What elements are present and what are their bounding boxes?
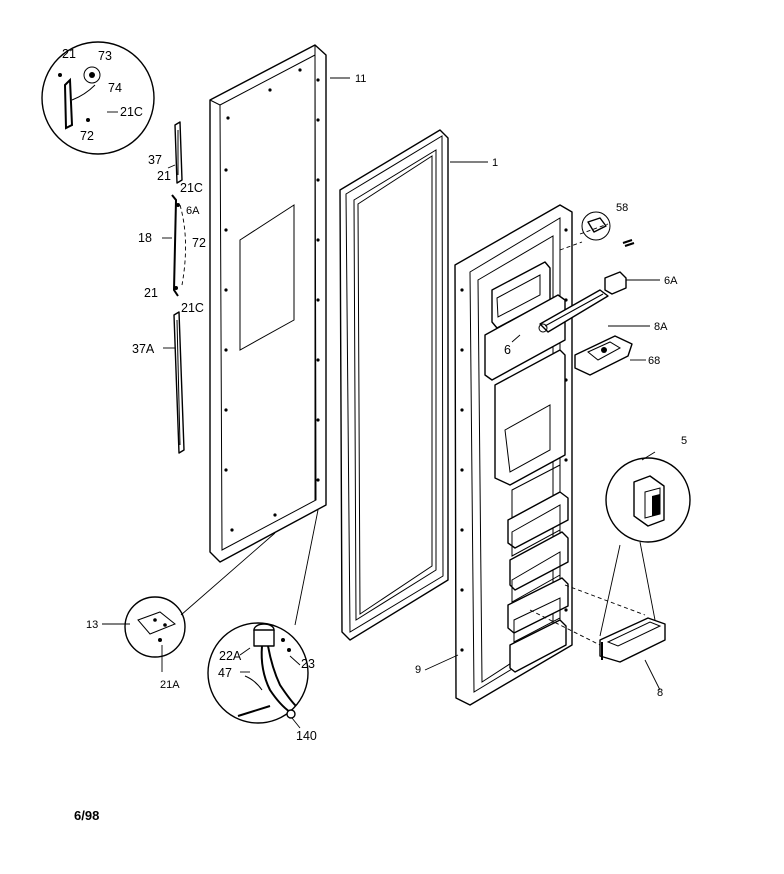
label-21-top: 21 <box>62 47 76 61</box>
label-1: 1 <box>492 157 498 169</box>
hinge-strip-37 <box>174 121 183 184</box>
label-37: 37 <box>148 153 162 167</box>
label-140: 140 <box>296 729 317 743</box>
lever-68 <box>574 335 633 376</box>
label-13: 13 <box>86 619 98 631</box>
label-73: 73 <box>98 49 112 63</box>
label-9: 9 <box>415 664 421 676</box>
actuator-58 <box>581 211 635 247</box>
handle-detail-inset <box>605 457 691 543</box>
label-8: 8 <box>657 687 663 699</box>
label-21C-inset: 21C <box>120 105 143 119</box>
label-8A: 8A <box>654 321 668 333</box>
label-6: 6 <box>504 343 511 357</box>
label-5: 5 <box>681 435 687 447</box>
label-72: 72 <box>192 236 206 250</box>
hinge-rod-18 <box>171 194 186 297</box>
part-labels: 21 73 74 21C 72 11 37 21 21C 6A 18 72 21… <box>62 47 687 743</box>
hinge-detail-inset <box>41 41 155 155</box>
cover-8A <box>538 289 609 333</box>
bin-handle-8 <box>599 617 666 663</box>
label-21-b: 21 <box>144 286 158 300</box>
door-liner-9 <box>454 204 573 706</box>
label-21C-b: 21C <box>181 301 204 315</box>
label-22A: 22A <box>219 649 242 663</box>
label-68: 68 <box>648 355 660 367</box>
label-18: 18 <box>138 231 152 245</box>
door-panel-11 <box>209 44 327 563</box>
heater-wire-inset <box>207 509 319 724</box>
bracket-6A <box>604 271 627 295</box>
label-6A-small: 6A <box>186 205 200 217</box>
date-code: 6/98 <box>74 808 99 823</box>
label-47: 47 <box>218 666 232 680</box>
label-72-inset: 72 <box>80 129 94 143</box>
label-21-a: 21 <box>157 169 171 183</box>
door-gasket-1 <box>339 129 449 641</box>
label-11: 11 <box>355 73 366 85</box>
label-74: 74 <box>108 81 122 95</box>
label-21A: 21A <box>160 679 180 691</box>
label-58: 58 <box>616 202 628 214</box>
bracket-detail-inset <box>124 532 276 658</box>
label-23: 23 <box>301 657 315 671</box>
label-6A: 6A <box>664 275 678 287</box>
label-21C-a: 21C <box>180 181 203 195</box>
leader-lines <box>102 77 661 729</box>
hinge-strip-37A <box>173 311 185 454</box>
label-37A: 37A <box>132 342 155 356</box>
